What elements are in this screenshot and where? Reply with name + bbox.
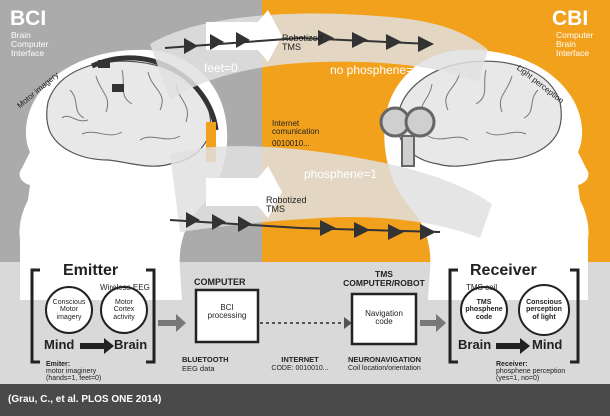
emitter-caption-body: motor imaginery (hands=1, feet=0) <box>46 368 102 383</box>
receiver-caption-title: Receiver: <box>496 361 528 368</box>
bluetooth-caption-body: EEG data <box>182 364 215 373</box>
internet-communication-label: Internet comunication <box>272 119 320 137</box>
lower-stream-band <box>170 146 492 238</box>
upper-chevron-5 <box>352 32 368 48</box>
eeg-clip <box>206 122 216 162</box>
receiver-title: Receiver <box>470 262 537 279</box>
feet-signal-label: feet=0 <box>204 61 238 75</box>
emitter-bracket-left <box>30 268 40 364</box>
receiver-circle-left-text: TMS phosphene code <box>465 299 503 321</box>
bci-abbreviation: BCI <box>10 7 47 30</box>
receiver-flow-arrow <box>496 338 530 354</box>
upper-chevron-7 <box>418 36 434 52</box>
navigation-to-receiver-arrow <box>420 314 446 332</box>
emitter-flow-arrow <box>80 338 114 354</box>
receiver-flow-left: Brain <box>458 337 492 352</box>
eeg-electrode-2 <box>112 84 124 92</box>
neuronavigation-caption-title: NEURONAVIGATION <box>348 355 422 364</box>
tms-coil-handle <box>401 135 415 167</box>
bci-full-name: Brain Computer Interface <box>11 30 49 58</box>
upper-chevron-4 <box>318 30 334 46</box>
upper-chevron-1 <box>184 38 198 54</box>
emitter-caption-title: Emiter: <box>46 361 71 368</box>
neuronavigation-caption-body: Coil location/orientation <box>348 365 421 372</box>
footer-bar <box>0 384 610 416</box>
receiver-circle-left <box>460 286 508 334</box>
receiver-bracket-right <box>570 268 580 364</box>
computer-title: COMPUTER <box>194 277 246 287</box>
no-phosphene-label: no phosphene=0 <box>330 63 420 77</box>
lower-chevron-4 <box>320 220 336 236</box>
lower-chevron-6 <box>388 224 404 240</box>
right-brain-folds <box>420 69 539 141</box>
lower-white-arrow <box>206 166 282 218</box>
tms-coil-label: TMS coil <box>466 283 498 292</box>
lower-chevron-7 <box>420 224 436 240</box>
upper-chevron-3 <box>236 32 250 48</box>
cbi-abbreviation: CBI <box>552 7 589 30</box>
receiver-flow-right: Mind <box>532 337 563 352</box>
emitter-title: Emitter <box>63 262 119 279</box>
tms-coil-loop-2 <box>404 106 436 138</box>
emitter-to-computer-arrow <box>158 314 186 332</box>
emitter-flow-right: Brain <box>114 337 148 352</box>
upper-white-arrow <box>206 10 282 62</box>
computer-box-text: BCI processing <box>207 303 247 321</box>
upper-chevron-6 <box>386 34 402 50</box>
navigation-box <box>350 292 418 346</box>
receiver-caption-body: phosphene perception (yes=1, no=0) <box>496 368 566 383</box>
lower-chevron-2 <box>212 214 226 230</box>
emitter-circle-left <box>45 286 93 334</box>
robotized-tms-bottom-label: Robotized TMS <box>266 195 307 215</box>
emitter-circle-left-text: Conscious Motor imagery <box>52 299 86 321</box>
internet-link-arrowhead <box>344 317 352 329</box>
computer-box <box>194 288 260 344</box>
emitter-bracket-right <box>146 268 156 364</box>
bluetooth-caption-title: BLUETOOTH <box>182 355 229 364</box>
cbi-full-name: Computer Brain Interface <box>556 30 594 58</box>
tms-robot-title: TMS COMPUTER/ROBOT <box>343 269 425 288</box>
emitter-circle-right-text: Motor Cortex activity <box>113 299 135 321</box>
eeg-electrode-1 <box>98 60 110 68</box>
receiver-circle-right-text: Conscious perception of light <box>526 299 562 321</box>
upper-chevron-2 <box>210 34 224 50</box>
robotized-tms-top-label: Robotized TMS <box>282 33 323 53</box>
wireless-eeg-label: Wireless EEG <box>100 283 150 292</box>
emitter-flow-left: Mind <box>44 337 75 352</box>
phosphene-label: phosphene=1 <box>304 167 378 181</box>
lower-chevron-5 <box>354 222 370 238</box>
receiver-bracket-left <box>448 268 458 364</box>
internet-caption-title: INTERNET <box>281 355 319 364</box>
hands-signal-label: hands=1 <box>206 189 253 203</box>
citation: (Grau, C., et al. PLOS ONE 2014) <box>8 394 162 405</box>
lower-chevron-1 <box>186 212 200 228</box>
emitter-circle-right <box>100 286 148 334</box>
lower-chevron-3 <box>238 216 252 232</box>
receiver-circle-right <box>518 284 570 336</box>
navigation-box-text: Navigation code <box>365 309 403 327</box>
internet-caption-body: CODE: 0010010... <box>271 365 329 372</box>
internet-code-label: 0010010... <box>272 139 310 148</box>
